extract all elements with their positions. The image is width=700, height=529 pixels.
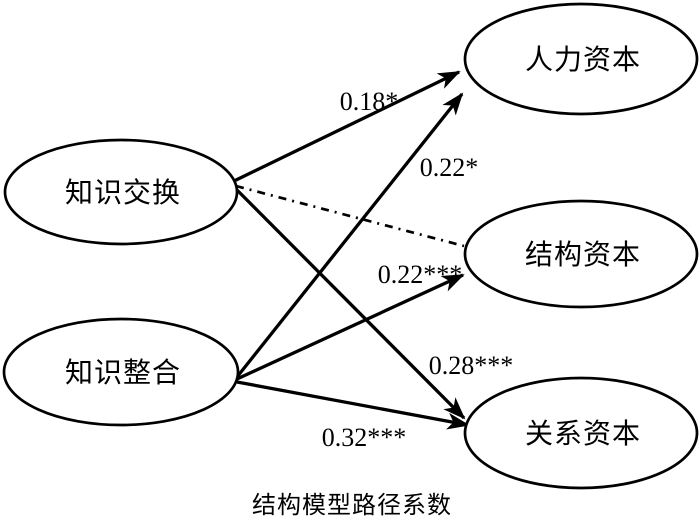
node-structural-capital xyxy=(463,199,699,309)
node-label-relational-capital: 关系资本 xyxy=(525,418,641,450)
node-label-structural-capital: 结构资本 xyxy=(525,239,641,271)
node-label-knowledge-integration: 知识整合 xyxy=(65,357,181,389)
node-human-capital xyxy=(463,2,699,116)
path-knowledge-exchange-to-human-capital xyxy=(233,70,461,183)
path-knowledge-integration-to-human-capital xyxy=(235,92,464,379)
coefficient-ki-rc: 0.32*** xyxy=(322,423,407,452)
figure-caption: 结构模型路径系数 xyxy=(252,492,452,519)
coefficient-ke-rc: 0.28*** xyxy=(429,351,514,380)
path-knowledge-exchange-to-structural-capital-dashdot xyxy=(235,184,465,248)
coefficient-ki-hc: 0.22* xyxy=(420,153,479,182)
node-relational-capital xyxy=(463,376,699,490)
node-label-human-capital: 人力资本 xyxy=(525,44,641,76)
node-label-knowledge-exchange: 知识交换 xyxy=(65,177,181,209)
coefficient-ke-hc: 0.18* xyxy=(340,87,399,116)
path-knowledge-integration-to-relational-capital xyxy=(236,380,470,430)
path-knowledge-exchange-to-relational-capital xyxy=(234,187,466,420)
node-knowledge-integration xyxy=(2,317,240,427)
coefficient-ki-sc: 0.22*** xyxy=(378,260,463,289)
path-knowledge-integration-to-structural-capital xyxy=(236,273,465,381)
node-knowledge-exchange xyxy=(3,138,239,246)
